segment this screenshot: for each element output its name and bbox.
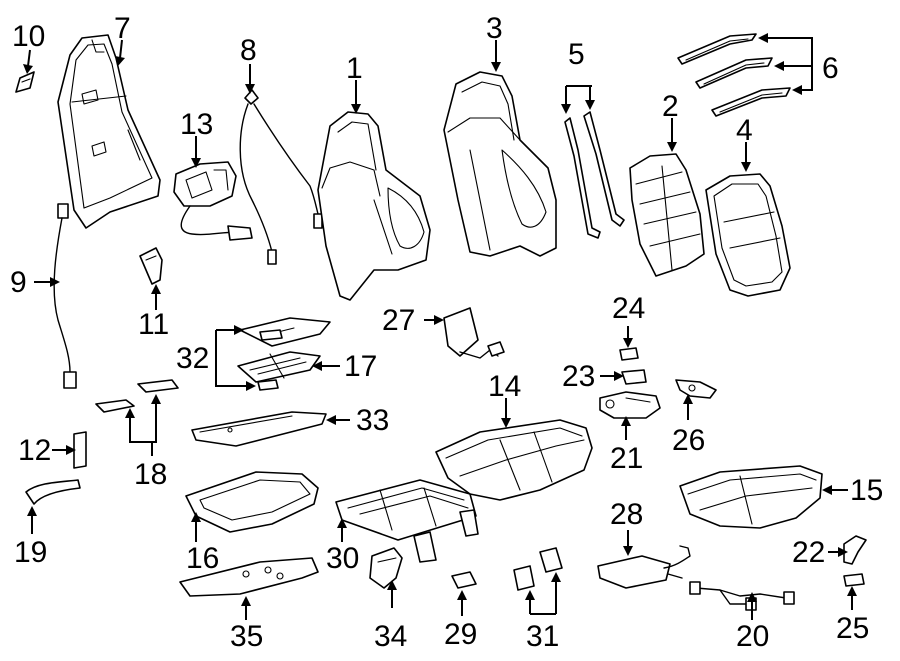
callout-19: 19 <box>14 536 47 569</box>
callout-22: 22 <box>792 536 825 569</box>
callout-21: 21 <box>610 442 643 475</box>
part-32-17-heater-pads <box>237 317 331 391</box>
part-8-cable <box>239 89 323 265</box>
callout-31: 31 <box>526 620 559 653</box>
part-11-bracket <box>139 247 163 285</box>
callout-35: 35 <box>230 620 263 653</box>
part-26-handle <box>675 379 717 399</box>
part-13-mechanism <box>173 161 253 241</box>
part-9-cable <box>53 203 77 389</box>
callout-11: 11 <box>138 308 169 341</box>
part-5-trim-strips <box>564 111 625 239</box>
callout-18: 18 <box>134 458 167 491</box>
callout-9: 9 <box>10 266 27 299</box>
leader-lines <box>23 33 857 620</box>
part-18-brackets <box>95 379 179 413</box>
callout-28: 28 <box>610 498 643 531</box>
callout-29: 29 <box>444 618 477 651</box>
callout-15: 15 <box>850 474 883 507</box>
part-20-harness <box>689 581 795 611</box>
callout-13: 13 <box>180 108 213 141</box>
callout-27: 27 <box>382 304 415 337</box>
callout-5: 5 <box>568 38 585 71</box>
part-25-clip <box>843 573 865 587</box>
part-33-pad <box>191 411 327 447</box>
part-15-seat-pad <box>679 465 823 529</box>
callout-17: 17 <box>344 350 377 383</box>
part-10-tag <box>15 71 35 93</box>
part-4-seatback-pad <box>705 173 791 297</box>
callout-8: 8 <box>240 34 257 67</box>
callout-7: 7 <box>114 12 131 45</box>
part-28-module <box>597 545 691 589</box>
callout-25: 25 <box>836 612 869 645</box>
part-1-seatback-cushion <box>317 111 431 301</box>
part-19-handle <box>25 479 81 505</box>
callout-14: 14 <box>488 370 521 403</box>
part-23-clip <box>621 369 647 385</box>
part-12-plate <box>73 431 87 469</box>
callout-30: 30 <box>326 542 359 575</box>
callout-20: 20 <box>736 620 769 653</box>
part-14-seat-cover <box>435 419 593 501</box>
callout-12: 12 <box>18 434 51 467</box>
callout-32: 32 <box>176 342 209 375</box>
callout-24: 24 <box>612 292 645 325</box>
callout-6: 6 <box>822 52 839 85</box>
part-27-sensor <box>443 307 505 359</box>
part-31-brackets <box>513 547 563 591</box>
callout-3: 3 <box>486 12 503 45</box>
part-30-seat-track <box>335 479 479 563</box>
callout-4: 4 <box>736 114 753 147</box>
part-35-plate <box>179 557 319 597</box>
part-29-clip <box>451 571 477 589</box>
part-16-seat-pan <box>185 471 319 533</box>
part-7-seat-back-frame <box>57 34 161 229</box>
callout-2: 2 <box>662 90 679 123</box>
callout-26: 26 <box>672 424 705 457</box>
part-2-seatback-insert <box>629 153 705 277</box>
callout-34: 34 <box>374 620 407 653</box>
part-6-trim-pieces <box>677 33 791 117</box>
callout-33: 33 <box>356 404 389 437</box>
callout-numbers: 1 2 3 4 5 6 7 8 9 10 11 12 13 14 15 16 1… <box>10 12 883 653</box>
part-22-cover <box>843 535 867 565</box>
part-3-seatback-cover <box>443 71 557 257</box>
callout-10: 10 <box>12 20 45 53</box>
callout-1: 1 <box>346 52 363 85</box>
part-21-recliner-cover <box>599 391 661 419</box>
callout-23: 23 <box>562 360 595 393</box>
part-34-bracket <box>369 547 403 589</box>
part-24-clip <box>619 347 639 361</box>
callout-16: 16 <box>186 542 219 575</box>
